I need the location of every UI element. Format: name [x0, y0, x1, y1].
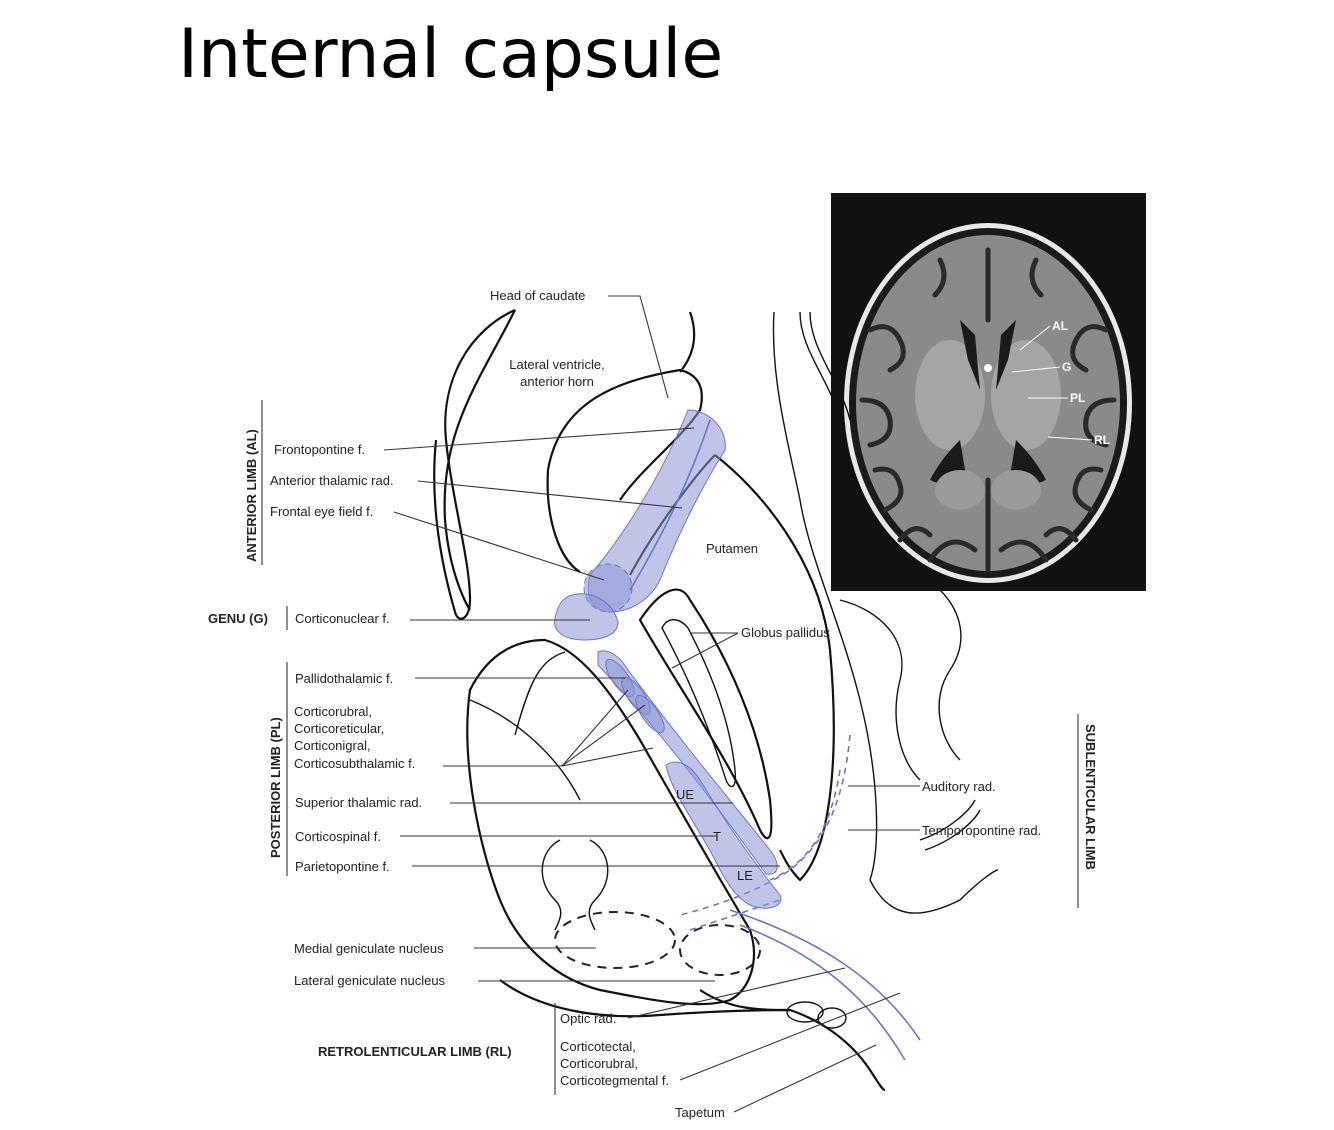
label-head-of-caudate: Head of caudate	[490, 288, 585, 303]
label-corticorubral-rl: Corticorubral,	[560, 1056, 638, 1071]
corticonuclear-region	[554, 593, 619, 641]
mri-label-g: G	[1062, 360, 1071, 374]
label-temporopontine: Temporopontine rad.	[922, 823, 1041, 838]
label-lateral-geniculate: Lateral geniculate nucleus	[294, 973, 446, 988]
label-t: T	[713, 829, 721, 844]
label-optic: Optic rad.	[560, 1011, 616, 1026]
header-genu: GENU (G)	[208, 611, 268, 626]
ue-t-le-region	[665, 761, 782, 909]
label-lateral-ventricle-1: Lateral ventricle,	[509, 357, 604, 372]
label-parietopontine: Parietopontine f.	[295, 859, 390, 874]
label-lateral-ventricle-2: anterior horn	[520, 374, 594, 389]
label-corticotectal: Corticotectal,	[560, 1039, 636, 1054]
label-corticonuclear: Corticonuclear f.	[295, 611, 390, 626]
label-putamen: Putamen	[706, 541, 758, 556]
label-corticospinal: Corticospinal f.	[295, 829, 381, 844]
label-globus-pallidus: Globus pallidus	[741, 625, 830, 640]
label-corticoreticular: Corticoreticular,	[294, 721, 384, 736]
slide-title: Internal capsule	[178, 15, 724, 94]
label-corticonigral: Corticonigral,	[294, 738, 371, 753]
label-corticotegmental: Corticotegmental f.	[560, 1073, 669, 1088]
label-tapetum: Tapetum	[675, 1105, 725, 1120]
label-pallidothalamic: Pallidothalamic f.	[295, 671, 393, 686]
mri-label-rl: RL	[1094, 433, 1110, 447]
label-frontopontine: Frontopontine f.	[274, 442, 365, 457]
label-corticorubral: Corticorubral,	[294, 704, 372, 719]
label-superior-thalamic: Superior thalamic rad.	[295, 795, 422, 810]
header-retrolenticular-limb: RETROLENTICULAR LIMB (RL)	[318, 1044, 512, 1059]
mri-label-pl: PL	[1070, 391, 1085, 405]
header-posterior-limb: POSTERIOR LIMB (PL)	[268, 717, 283, 858]
label-auditory: Auditory rad.	[922, 779, 996, 794]
header-anterior-limb: ANTERIOR LIMB (AL)	[244, 429, 259, 562]
limb-headers: ANTERIOR LIMB (AL) GENU (G) POSTERIOR LI…	[208, 429, 1098, 1059]
labels: Head of caudate Lateral ventricle, anter…	[270, 288, 1041, 1120]
label-le: LE	[737, 868, 753, 883]
label-medial-geniculate: Medial geniculate nucleus	[294, 941, 444, 956]
mri-label-al: AL	[1052, 319, 1068, 333]
label-ue: UE	[676, 787, 694, 802]
label-anterior-thalamic: Anterior thalamic rad.	[270, 473, 394, 488]
mri-inset: AL G PL RL	[831, 193, 1146, 591]
label-frontal-eye-field: Frontal eye field f.	[270, 504, 373, 519]
leader-lines	[261, 295, 1079, 1113]
header-sublenticular-limb: SUBLENTICULAR LIMB	[1083, 724, 1098, 870]
anterior-limb-region	[587, 409, 726, 613]
label-corticosubthalamic: Corticosubthalamic f.	[294, 756, 415, 771]
